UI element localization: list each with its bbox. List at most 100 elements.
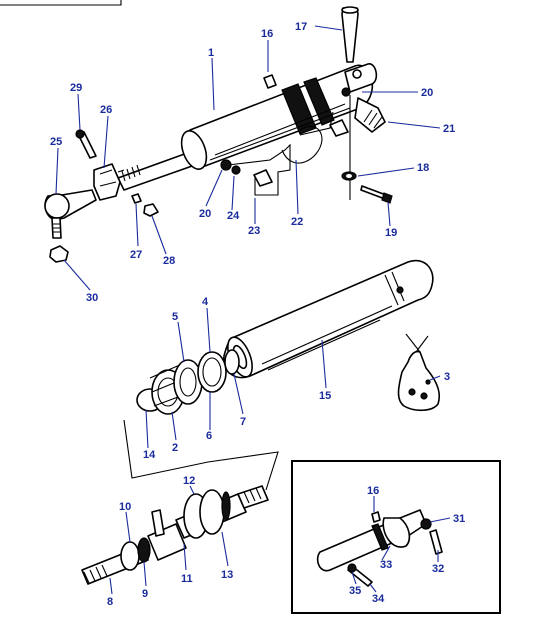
leader-1	[211, 57, 215, 111]
callout-17: 17	[295, 21, 307, 33]
body-port	[396, 286, 404, 294]
leader-25	[55, 147, 59, 195]
callout-16: 16	[261, 28, 273, 40]
callout-23: 23	[248, 225, 260, 237]
leader-28	[151, 215, 167, 255]
bag-tie	[405, 333, 429, 353]
adaptor-thread	[363, 109, 383, 129]
callout-5: 5	[172, 311, 178, 323]
track-rod-end-group	[44, 129, 159, 263]
callout-4: 4	[202, 296, 209, 308]
leader-20b	[205, 169, 223, 207]
bag-dot	[408, 388, 416, 396]
stud-thread	[53, 223, 61, 233]
rod-thread	[117, 164, 141, 182]
leader-lines	[55, 25, 451, 595]
inset-clamp	[382, 517, 411, 548]
callout-3: 3	[444, 371, 450, 383]
union-fitting-2	[231, 165, 241, 175]
rod-collar	[120, 541, 140, 571]
callout-9: 9	[142, 588, 148, 600]
group-bracket	[123, 419, 279, 491]
callout-21: 21	[443, 123, 455, 135]
leader-10	[125, 511, 131, 543]
callout-1: 1	[208, 47, 214, 59]
leader-8	[109, 577, 113, 595]
inset-nut	[420, 518, 432, 530]
pivot-pin-head	[341, 6, 359, 14]
callout-29: 29	[70, 82, 82, 94]
leader-31	[429, 517, 451, 523]
callout-20: 20	[421, 87, 433, 99]
callout-6: 6	[206, 430, 212, 442]
callout-8: 8	[107, 596, 113, 608]
callout-26: 26	[100, 104, 112, 116]
seal-5-inner	[179, 367, 197, 397]
sealant-bag	[397, 333, 441, 412]
bracket-end	[344, 63, 378, 93]
clamp-bolt-head	[75, 129, 85, 139]
clamp-slot	[99, 169, 117, 187]
inset-bolt-head	[347, 563, 357, 573]
ball-joint	[44, 193, 70, 219]
leader-19	[387, 201, 391, 227]
pivot-pin	[341, 7, 359, 63]
leader-30	[63, 259, 91, 291]
bolt-head	[381, 192, 393, 204]
washer-hole	[346, 174, 352, 178]
frame-corner	[0, 0, 122, 6]
castle-nut	[49, 245, 69, 263]
inset-panel	[291, 460, 501, 614]
leader-4	[206, 307, 211, 353]
rod-seal-9	[137, 537, 151, 563]
callout-18: 18	[417, 162, 429, 174]
leader-35	[351, 571, 357, 585]
callout-34: 34	[372, 593, 385, 605]
callout-16b: 16	[367, 485, 379, 497]
callout-31: 31	[453, 513, 465, 525]
leader-9	[143, 561, 147, 587]
barrel-shade	[209, 103, 351, 161]
bag-outline	[397, 350, 441, 412]
cylinder-assembly	[117, 6, 393, 204]
callout-14: 14	[143, 449, 156, 461]
clamp	[93, 163, 121, 201]
piston-rod	[117, 151, 196, 191]
callout-13: 13	[221, 569, 233, 581]
rod-upper-thread-lines	[243, 487, 262, 504]
barrel-end-cap	[180, 130, 208, 170]
inset-fitting	[371, 511, 381, 523]
inset-band	[371, 523, 389, 551]
leader-18	[357, 167, 415, 177]
callout-labels: 1 2 3 4 5 6 7 8 9 10 11 12 13 14 15 16 1…	[50, 21, 465, 608]
callout-24: 24	[227, 210, 240, 222]
piston-seal-13	[199, 489, 225, 535]
callout-22: 22	[291, 216, 303, 228]
callout-33: 33	[380, 559, 392, 571]
callout-30: 30	[86, 292, 98, 304]
rod-lower-thread	[83, 564, 108, 584]
callout-28: 28	[163, 255, 175, 267]
seal-7	[224, 349, 240, 375]
body-step	[384, 271, 405, 306]
leader-29	[77, 93, 81, 131]
bleed-screw	[263, 74, 277, 89]
callout-11: 11	[181, 573, 193, 585]
leader-21	[387, 121, 441, 129]
seal-4	[197, 351, 227, 393]
leader-3	[429, 375, 441, 381]
hydraulic-pipe	[227, 111, 334, 196]
bag-dot-2	[420, 392, 428, 400]
barrel-band-2	[303, 77, 335, 126]
union-nut-2	[329, 119, 349, 137]
callout-15: 15	[319, 390, 331, 402]
leader-17	[314, 25, 343, 31]
callout-2: 2	[172, 442, 178, 454]
leader-2	[171, 411, 177, 441]
leader-26	[103, 115, 109, 169]
leader-27	[135, 203, 139, 247]
union-fitting	[220, 159, 232, 171]
leader-5	[177, 321, 185, 363]
